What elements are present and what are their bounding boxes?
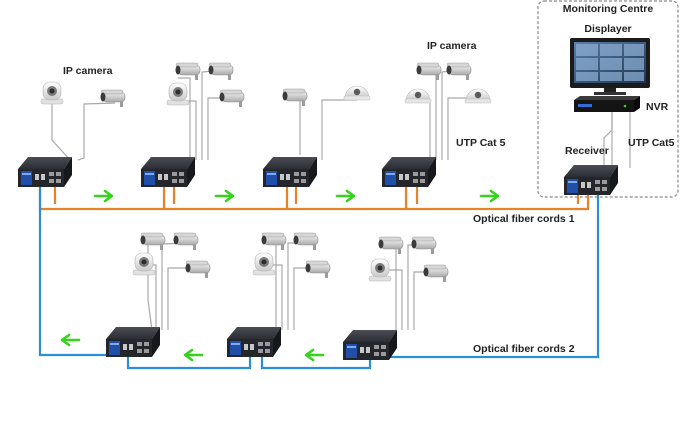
bullet-camera-icon xyxy=(219,89,245,108)
optical-fiber-cord-1-loops xyxy=(53,187,580,209)
bullet-camera-icon xyxy=(293,232,319,251)
bullet-camera-icon xyxy=(185,260,211,279)
optical-fiber-2-label: Optical fiber cords 2 xyxy=(473,343,575,355)
bullet-camera-icon xyxy=(261,232,287,251)
bullet-camera-icon xyxy=(208,62,234,81)
ptz-camera-icon xyxy=(368,258,392,282)
switch-4-icon xyxy=(382,157,436,187)
bullet-camera-icon xyxy=(378,236,404,255)
flow-arrow-icon xyxy=(304,348,325,362)
switch-3-icon xyxy=(263,157,317,187)
bullet-camera-icon xyxy=(416,62,442,81)
switch-5-icon xyxy=(106,327,160,357)
optical-fiber-cord-1 xyxy=(38,187,590,211)
optical-fiber-cord-2 xyxy=(38,187,600,370)
utp-cat5-label: UTP Cat 5 xyxy=(456,137,506,149)
bullet-camera-icon xyxy=(140,232,166,251)
switch-6-icon xyxy=(227,327,281,357)
bullet-camera-icon xyxy=(305,260,331,279)
switch-1-icon xyxy=(18,157,72,187)
bullet-camera-icon xyxy=(100,89,126,108)
monitoring-centre-label: Monitoring Centre xyxy=(563,3,654,15)
optical-fiber-1-label: Optical fiber cords 1 xyxy=(473,213,575,225)
bullet-camera-icon xyxy=(282,88,308,107)
dome-camera-icon xyxy=(404,88,432,104)
flow-arrow-icon xyxy=(335,189,356,203)
ptz-camera-icon xyxy=(166,82,190,106)
bullet-camera-icon xyxy=(446,62,472,81)
dome-camera-icon xyxy=(343,85,371,101)
monitor-icon xyxy=(570,38,650,95)
flow-arrow-icon xyxy=(479,189,500,203)
bullet-camera-icon xyxy=(423,264,449,283)
flow-arrow-icon xyxy=(183,348,204,362)
receiver-switch-icon xyxy=(564,165,618,195)
flow-arrow-icon xyxy=(93,189,114,203)
bullet-camera-icon xyxy=(411,236,437,255)
ip-camera-label: IP camera xyxy=(63,65,113,77)
nvr-label: NVR xyxy=(646,101,669,113)
ptz-camera-icon xyxy=(40,81,64,105)
ip-camera-label: IP camera xyxy=(427,40,477,52)
dome-camera-icon xyxy=(464,88,492,104)
receiver-label: Receiver xyxy=(565,145,609,157)
flow-arrow-icon xyxy=(214,189,235,203)
utp-cat5-label: UTP Cat5 xyxy=(628,137,675,149)
switch-7-icon xyxy=(343,330,397,360)
ptz-camera-icon xyxy=(132,252,156,276)
nvr-recorder-icon xyxy=(574,96,640,112)
switch-2-icon xyxy=(141,157,195,187)
displayer-label: Displayer xyxy=(584,23,631,35)
bullet-camera-icon xyxy=(173,232,199,251)
flow-arrow-icon xyxy=(60,333,81,347)
utp-cables xyxy=(51,69,631,331)
ptz-camera-icon xyxy=(252,252,276,276)
